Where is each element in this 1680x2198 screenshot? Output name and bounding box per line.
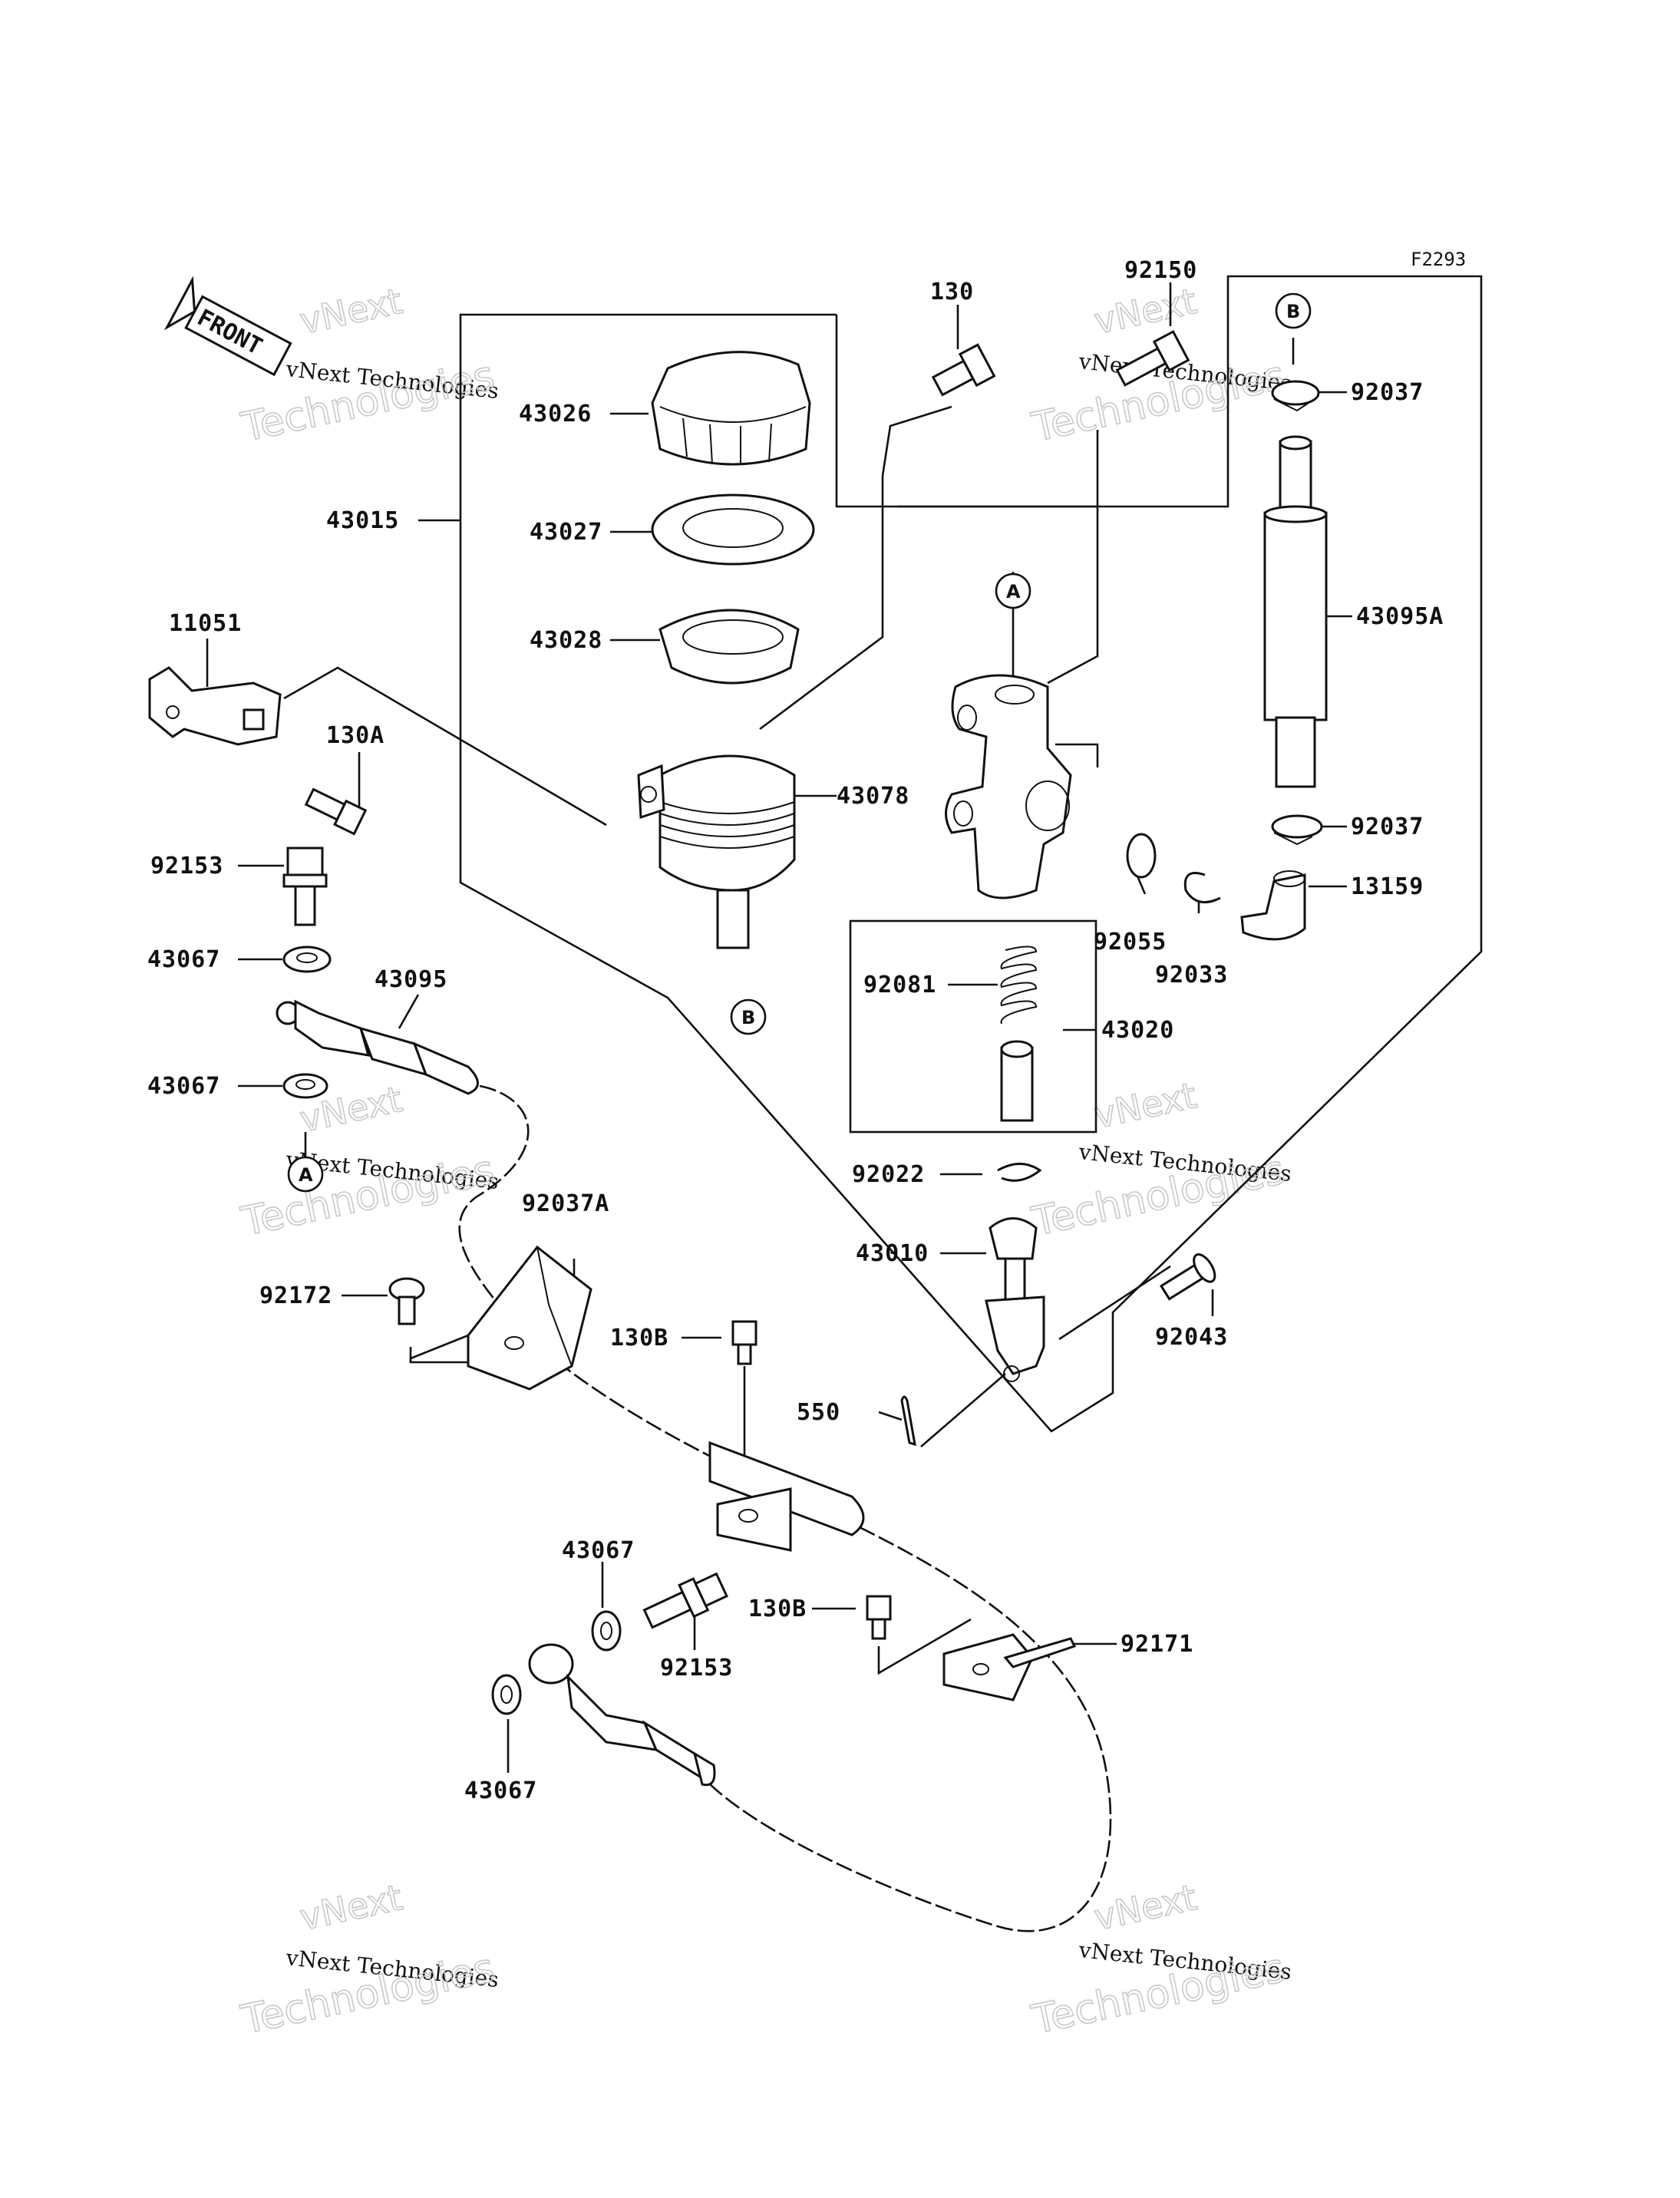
reservoir-tank bbox=[637, 754, 796, 949]
label-43010: 43010 bbox=[856, 1240, 929, 1267]
svg-text:A: A bbox=[1006, 581, 1021, 602]
circlip-92033 bbox=[1183, 872, 1221, 904]
label-130B-2: 130B bbox=[748, 1596, 807, 1622]
label-92153-top: 92153 bbox=[150, 853, 223, 880]
ref-circle-a-body: A bbox=[995, 573, 1031, 609]
reservoir-cap bbox=[651, 351, 811, 466]
piston-43020 bbox=[1000, 1040, 1034, 1122]
label-43028: 43028 bbox=[530, 627, 602, 654]
svg-text:vNext: vNext bbox=[1091, 280, 1200, 342]
bolt-130b-1 bbox=[731, 1320, 757, 1365]
bolt-92150 bbox=[1115, 330, 1190, 387]
label-92150: 92150 bbox=[1124, 257, 1197, 284]
ref-circle-b-reservoir: B bbox=[730, 998, 767, 1035]
hose-43095 bbox=[276, 999, 479, 1095]
label-43026: 43026 bbox=[519, 401, 592, 427]
bolt-130b-2 bbox=[866, 1595, 892, 1640]
label-11051: 11051 bbox=[169, 610, 242, 637]
assembly-outline bbox=[459, 275, 1483, 1433]
banjo-bolt-92153-top bbox=[282, 847, 328, 926]
pin-92043 bbox=[1159, 1253, 1216, 1301]
master-cylinder-body bbox=[945, 674, 1072, 899]
label-43067-1: 43067 bbox=[147, 946, 220, 973]
label-92172: 92172 bbox=[259, 1282, 332, 1309]
push-rod-43010 bbox=[985, 1217, 1045, 1382]
screw-92172 bbox=[388, 1277, 425, 1325]
label-43020: 43020 bbox=[1101, 1017, 1174, 1044]
hose-43095a bbox=[1263, 435, 1328, 788]
svg-text:vNext: vNext bbox=[296, 280, 406, 342]
label-92171: 92171 bbox=[1121, 1631, 1193, 1658]
part-labels: 43026 43027 43028 43015 43078 11051 130A… bbox=[147, 257, 1444, 1804]
guide-92037a bbox=[467, 1245, 592, 1391]
explode-lines bbox=[283, 405, 1171, 1675]
bracket-11051 bbox=[148, 666, 282, 746]
label-43027: 43027 bbox=[530, 519, 602, 546]
hose-lines bbox=[458, 1084, 1112, 1932]
svg-text:A: A bbox=[299, 1164, 313, 1186]
watermark-top-right: vNext vNext Technologies Technologies bbox=[1027, 279, 1292, 452]
hose-end-bottom bbox=[528, 1643, 716, 1787]
o-ring-92055 bbox=[1126, 833, 1157, 879]
label-43078: 43078 bbox=[837, 783, 909, 810]
banjo-bolt-92153-bottom bbox=[642, 1572, 728, 1629]
washer-43067-2 bbox=[282, 1073, 328, 1099]
clamp-92037-mid bbox=[1271, 814, 1323, 846]
washer-43067-3 bbox=[591, 1610, 622, 1652]
label-550: 550 bbox=[797, 1399, 840, 1426]
ref-circle-b-top: B bbox=[1275, 292, 1312, 329]
label-92037-mid: 92037 bbox=[1351, 814, 1424, 840]
cotter-pin-550 bbox=[900, 1395, 916, 1447]
label-92037A: 92037A bbox=[522, 1190, 609, 1217]
diagram-code: F2293 bbox=[1411, 249, 1466, 270]
label-130A: 130A bbox=[326, 722, 385, 749]
ref-circle-a-hose: A bbox=[287, 1156, 324, 1193]
washer-43067-4 bbox=[491, 1674, 522, 1715]
watermark-mid-right: vNext vNext Technologies Technologies bbox=[1027, 1074, 1292, 1246]
clamp-92037-top bbox=[1271, 380, 1320, 412]
label-13159: 13159 bbox=[1351, 873, 1424, 900]
bracket-92171 bbox=[942, 1633, 1077, 1701]
pipe-clamp bbox=[708, 1441, 865, 1552]
label-43095: 43095 bbox=[375, 966, 447, 993]
label-92033: 92033 bbox=[1155, 962, 1228, 988]
label-43095A: 43095A bbox=[1356, 603, 1444, 630]
label-130: 130 bbox=[930, 279, 974, 305]
label-43067-3: 43067 bbox=[562, 1537, 635, 1564]
label-130B-1: 130B bbox=[610, 1325, 668, 1351]
washer-43067-1 bbox=[282, 946, 332, 973]
svg-text:B: B bbox=[741, 1007, 755, 1028]
watermark-bottom-right: vNext vNext Technologies Technologies bbox=[1027, 1876, 1292, 2045]
label-92055: 92055 bbox=[1094, 929, 1167, 955]
watermark-bottom-left: vNext vNext Technologies Technologies bbox=[236, 1876, 500, 2045]
svg-text:vNext: vNext bbox=[1091, 1074, 1200, 1137]
label-92037-top: 92037 bbox=[1351, 379, 1424, 406]
label-43015: 43015 bbox=[326, 507, 399, 534]
bolt-130a bbox=[304, 787, 368, 836]
label-92022: 92022 bbox=[852, 1161, 925, 1188]
label-92153-bottom: 92153 bbox=[660, 1655, 733, 1682]
label-92081: 92081 bbox=[863, 972, 936, 998]
bolt-130 bbox=[931, 343, 996, 397]
label-43067-4: 43067 bbox=[464, 1777, 537, 1804]
diaphragm-plate bbox=[651, 493, 815, 566]
label-43067-2: 43067 bbox=[147, 1073, 220, 1100]
spring-92081 bbox=[1000, 946, 1038, 1025]
svg-text:vNext: vNext bbox=[296, 1876, 406, 1939]
svg-text:B: B bbox=[1286, 301, 1300, 322]
elbow-13159 bbox=[1240, 870, 1306, 941]
svg-text:vNext: vNext bbox=[1091, 1876, 1200, 1939]
front-arrow-icon: FRONT bbox=[163, 276, 292, 377]
label-92043: 92043 bbox=[1155, 1324, 1228, 1351]
diaphragm bbox=[658, 609, 800, 685]
circlip-92022 bbox=[997, 1163, 1042, 1182]
